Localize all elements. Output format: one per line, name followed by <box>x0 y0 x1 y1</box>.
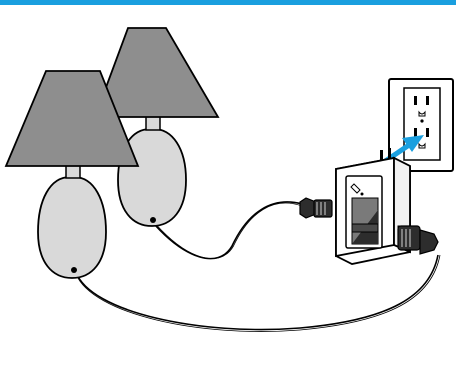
back-lamp-cord <box>154 201 303 260</box>
lamp-icon <box>93 27 220 227</box>
lamp-cords <box>75 201 441 332</box>
header-accent-bar <box>0 0 456 5</box>
wall-outlet-icon <box>388 78 454 172</box>
front-lamp-cord <box>75 254 439 331</box>
plug-icon <box>397 225 439 255</box>
lamp-icon <box>4 70 140 279</box>
plug-icon <box>299 197 333 219</box>
